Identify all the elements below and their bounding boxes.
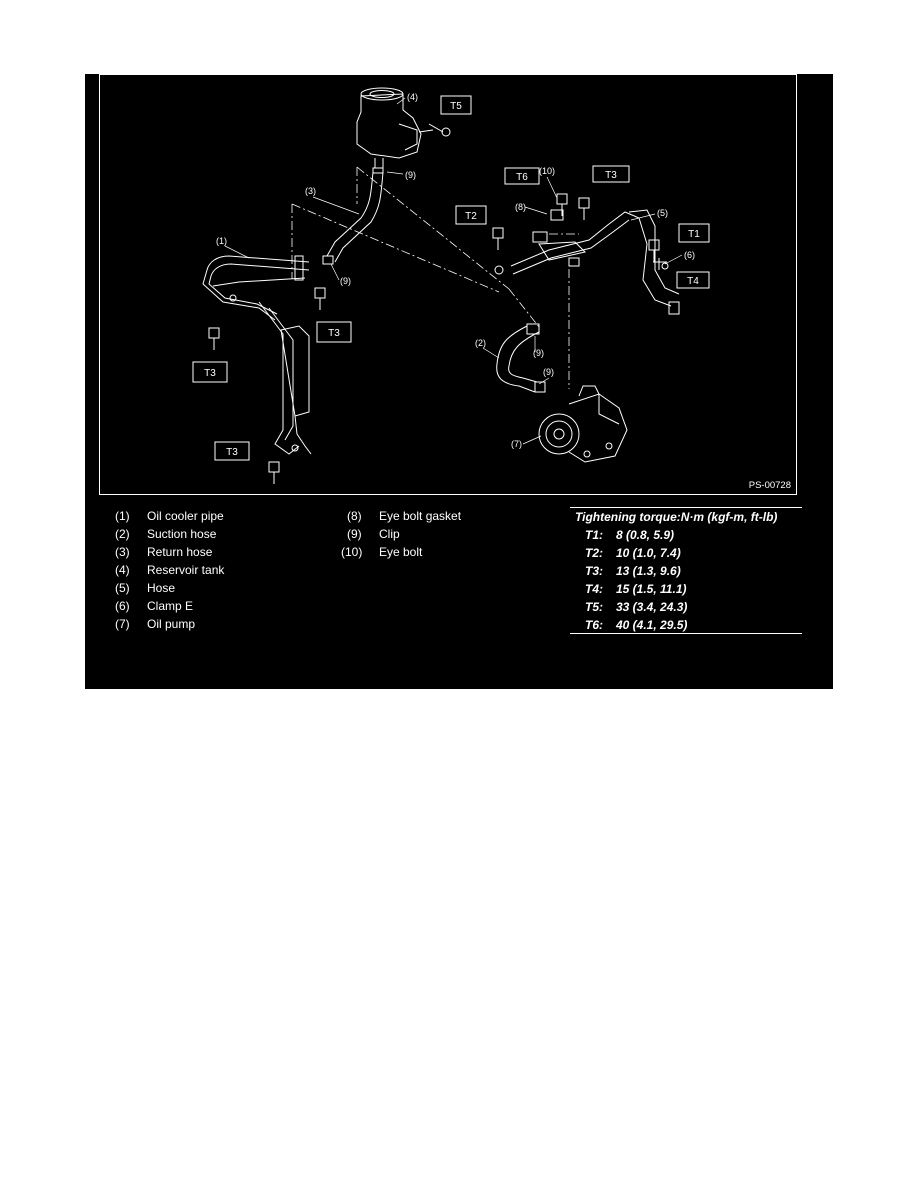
torque-value: 40 (4.1, 29.5) — [616, 618, 688, 632]
assembly-guides — [291, 166, 579, 389]
torque-top-rule — [570, 507, 802, 508]
legend-label: Suction hose — [147, 527, 217, 541]
legend-number: (7) — [115, 617, 130, 631]
tag-t1-box — [678, 223, 710, 243]
tag-t3-top-box — [592, 165, 630, 183]
legend-number: (4) — [115, 563, 130, 577]
legend-label: Reservoir tank — [147, 563, 225, 577]
tag-t2: T2 — [465, 211, 477, 222]
tag-t3-bottom: T3 — [226, 447, 238, 458]
torque-key: T1: — [585, 528, 603, 542]
tag-t3-mid-box — [316, 321, 352, 343]
callout-7: (7) — [511, 439, 522, 449]
torque-value: 15 (1.5, 11.1) — [616, 582, 687, 596]
pressure-hose — [494, 209, 680, 315]
legend-label: Oil pump — [147, 617, 196, 631]
tag-t6: T6 — [516, 172, 528, 183]
tag-t6-box — [504, 167, 540, 185]
legend-label: Clamp E — [147, 599, 194, 613]
callout-3: (3) — [305, 186, 316, 196]
legend-number: (2) — [115, 527, 130, 541]
tag-t4-box — [676, 271, 710, 289]
legend-number: (10) — [341, 545, 363, 559]
torque-tag-labels: T5 T6 T3 T2 T1 T4 T3 T3 T3 — [204, 101, 700, 458]
tag-t3-mid: T3 — [328, 328, 340, 339]
callout-9-top: (9) — [405, 170, 416, 180]
legend-label: Eye bolt — [379, 545, 423, 559]
diagram-panel: (4) (9) (3) (1) (9) (10) (8) (5) (6) (2)… — [85, 74, 833, 689]
callout-10: (10) — [539, 166, 555, 176]
legend-number: (6) — [115, 599, 130, 613]
legend-number: (5) — [115, 581, 130, 595]
leader-lines — [224, 97, 683, 445]
tag-t1: T1 — [688, 229, 700, 240]
reservoir-tank — [356, 87, 451, 168]
callout-labels: (4) (9) (3) (1) (9) (10) (8) (5) (6) (2)… — [216, 92, 695, 449]
tag-t3-bottom-box — [214, 441, 250, 461]
figure-frame — [99, 74, 797, 495]
legend-number: (3) — [115, 545, 130, 559]
oil-cooler-pipe — [202, 255, 312, 455]
torque-key: T3: — [585, 564, 603, 578]
torque-key: T2: — [585, 546, 603, 560]
tag-t3-left: T3 — [204, 368, 216, 379]
legend-label: Oil cooler pipe — [147, 509, 224, 523]
torque-title: Tightening torque:N·m (kgf-m, ft-lb) — [575, 510, 778, 524]
return-hose — [322, 167, 384, 265]
callout-9-mid: (9) — [533, 348, 544, 358]
bolts — [208, 193, 660, 484]
exploded-view-figure: (4) (9) (3) (1) (9) (10) (8) (5) (6) (2)… — [99, 74, 799, 496]
exploded-view-drawing: (4) (9) (3) (1) (9) (10) (8) (5) (6) (2)… — [99, 74, 797, 495]
callout-9-low: (9) — [543, 367, 554, 377]
tag-t3-top: T3 — [605, 170, 617, 181]
callout-1: (1) — [216, 236, 227, 246]
legend-label: Eye bolt gasket — [379, 509, 462, 523]
tag-t5: T5 — [450, 101, 462, 112]
legend-label: Hose — [147, 581, 176, 595]
torque-bottom-rule — [570, 633, 802, 634]
tag-t5-box — [440, 95, 472, 115]
torque-value: 33 (3.4, 24.3) — [616, 600, 688, 614]
legend-number: (8) — [347, 509, 362, 523]
legend-label: Clip — [379, 527, 400, 541]
torque-key: T4: — [585, 582, 603, 596]
callout-5: (5) — [657, 208, 668, 218]
callout-9-left: (9) — [340, 276, 351, 286]
callout-2: (2) — [475, 338, 486, 348]
legend-label: Return hose — [147, 545, 213, 559]
torque-tag-boxes — [192, 95, 710, 461]
legend-number: (1) — [115, 509, 130, 523]
callout-6: (6) — [684, 250, 695, 260]
tag-t4: T4 — [687, 276, 699, 287]
torque-key: T5: — [585, 600, 603, 614]
callout-4: (4) — [407, 92, 418, 102]
torque-value: 10 (1.0, 7.4) — [616, 546, 681, 560]
figure-code: PS-00728 — [749, 480, 791, 491]
tag-t3-left-box — [192, 361, 228, 383]
callout-8: (8) — [515, 202, 526, 212]
torque-key: T6: — [585, 618, 603, 632]
suction-hose — [496, 323, 546, 393]
oil-pump — [538, 385, 628, 463]
legend-number: (9) — [347, 527, 362, 541]
torque-value: 8 (0.8, 5.9) — [616, 528, 675, 542]
tag-t2-box — [455, 205, 487, 225]
torque-value: 13 (1.3, 9.6) — [616, 564, 681, 578]
